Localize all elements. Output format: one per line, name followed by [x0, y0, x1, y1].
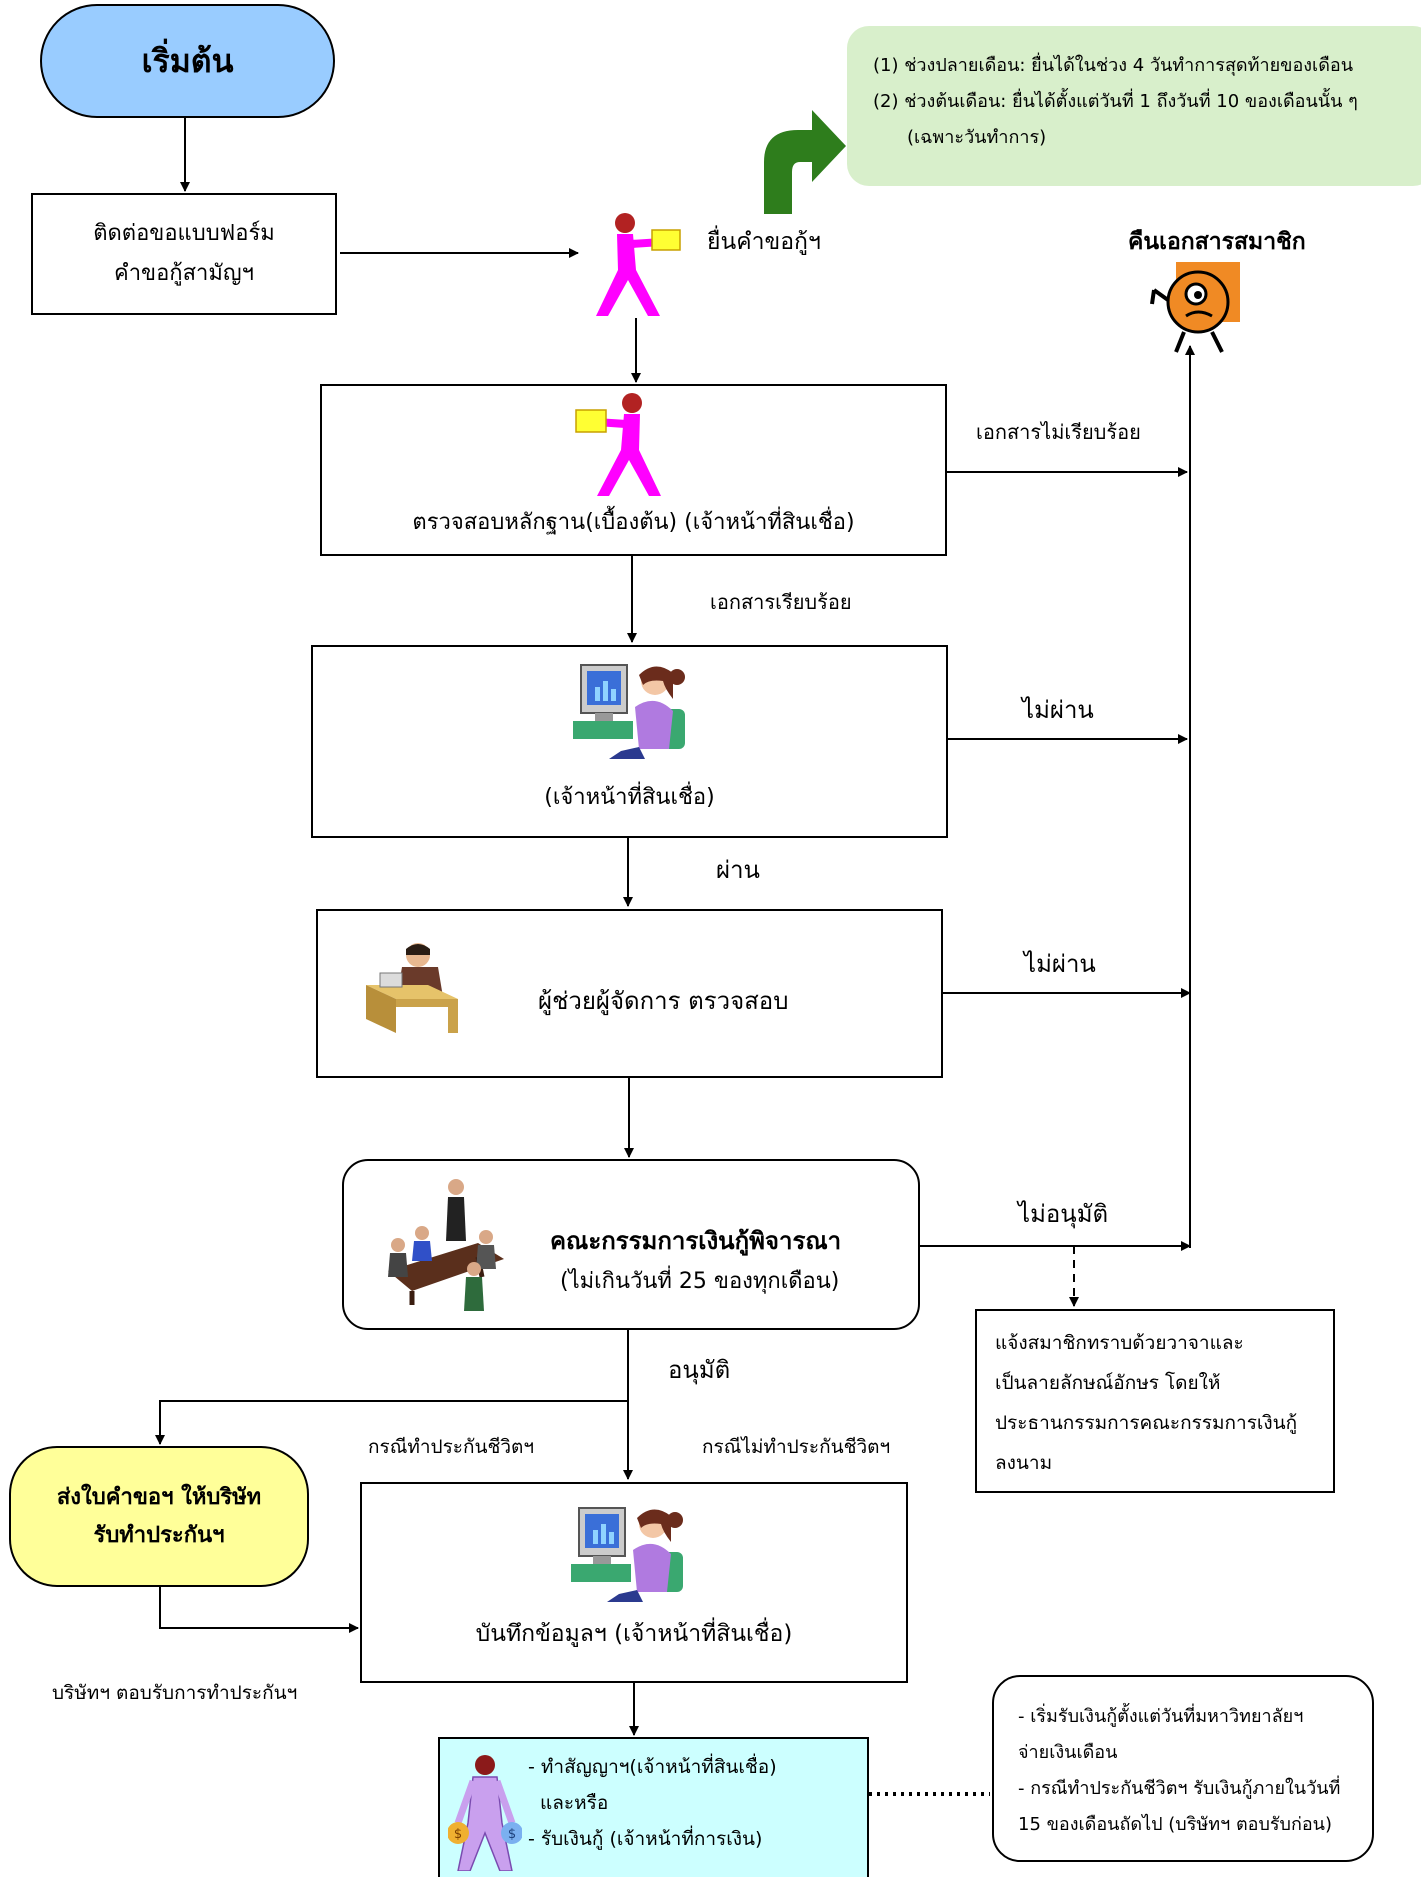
edge-docs-complete: เอกสารเรียบร้อย	[710, 590, 852, 614]
contract-text: - ทำสัญญาฯ(เจ้าหน้าที่สินเชื่อ) และหรือ …	[528, 1749, 777, 1857]
computer-worker-icon	[573, 664, 685, 759]
check-evidence-box: ตรวจสอบหลักฐาน(เบื้องต้น) (เจ้าหน้าที่สิ…	[320, 384, 947, 556]
edge-with-insurance: กรณีทำประกันชีวิตฯ	[368, 1436, 535, 1458]
check-evidence-label: ตรวจสอบหลักฐาน(เบื้องต้น) (เจ้าหน้าที่สิ…	[412, 510, 855, 535]
edge-docs-incomplete: เอกสารไม่เรียบร้อย	[976, 420, 1141, 444]
submit-label: ยื่นคำขอกู้ฯ	[707, 229, 821, 255]
assistant-manager-box: ผู้ช่วยผู้จัดการ ตรวจสอบ	[316, 909, 943, 1078]
edge-approved: อนุมัติ	[668, 1356, 731, 1384]
walking-person-icon	[596, 213, 681, 316]
edge-company-accepts: บริษัทฯ ตอบรับการทำประกันฯ	[52, 1682, 298, 1704]
payout-note-line4: 15 ของเดือนถัดไป (บริษัทฯ ตอบรับก่อน)	[1018, 1814, 1333, 1835]
money-person-icon: $ $	[448, 1755, 522, 1871]
notify-line4: ลงนาม	[995, 1452, 1053, 1474]
record-label: บันทึกข้อมูลฯ (เจ้าหน้าที่สินเชื่อ)	[475, 1621, 793, 1647]
worried-face-icon	[1150, 262, 1240, 353]
payout-note: - เริ่มรับเงินกู้ตั้งแต่วันที่มหาวิทยาลั…	[992, 1675, 1374, 1862]
svg-text:$: $	[508, 1827, 516, 1842]
assistant-manager-label: ผู้ช่วยผู้จัดการ ตรวจสอบ	[538, 987, 789, 1015]
committee-box: คณะกรรมการเงินกู้พิจารณา (ไม่เกินวันที่ …	[342, 1159, 920, 1330]
meeting-icon	[388, 1179, 504, 1311]
payout-note-line1: - เริ่มรับเงินกู้ตั้งแต่วันที่มหาวิทยาลั…	[1018, 1706, 1304, 1727]
return-docs-label: คืนเอกสารสมาชิก	[1128, 229, 1306, 255]
notify-line3: ประธานกรรมการคณะกรรมการเงินกู้	[995, 1412, 1298, 1434]
insurance-line2: รับทำประกันฯ	[93, 1522, 225, 1548]
desk-worker-icon	[366, 943, 458, 1033]
contract-line1: - ทำสัญญาฯ(เจ้าหน้าที่สินเชื่อ)	[528, 1756, 777, 1778]
arrow-insurance-to-record	[159, 1587, 359, 1633]
committee-line1: คณะกรรมการเงินกู้พิจารณา	[550, 1227, 842, 1255]
contract-line3: - รับเงินกู้ (เจ้าหน้าที่การเงิน)	[528, 1828, 763, 1850]
payout-note-line2: จ่ายเงินเดือน	[1018, 1742, 1118, 1763]
svg-text:$: $	[454, 1827, 462, 1842]
computer-worker-icon	[571, 1507, 683, 1602]
timing-note-line1: (1) ช่วงปลายเดือน: ยื่นได้ในช่วง 4 วันทำ…	[873, 55, 1353, 76]
edge-fail-1: ไม่ผ่าน	[1022, 696, 1094, 724]
form-request-line2: คำขอกู้สามัญฯ	[113, 261, 255, 286]
form-request-box: ติดต่อขอแบบฟอร์ม คำขอกู้สามัญฯ	[31, 193, 337, 315]
insurance-box: ส่งใบคำขอฯ ให้บริษัท รับทำประกันฯ	[9, 1446, 309, 1587]
contract-box: $ $ - ทำสัญญาฯ(เจ้าหน้าที่สินเชื่อ) และห…	[438, 1737, 869, 1877]
arrow-to-insurance	[155, 1400, 628, 1445]
start-label: เริ่มต้น	[141, 41, 234, 80]
start-terminal: เริ่มต้น	[40, 4, 335, 118]
edge-pass: ผ่าน	[716, 856, 760, 884]
notify-line2: เป็นลายลักษณ์อักษร โดยให้	[995, 1372, 1221, 1394]
credit-officer-box: (เจ้าหน้าที่สินเชื่อ)	[311, 645, 948, 838]
timing-note-line2: (2) ช่วงต้นเดือน: ยื่นได้ตั้งแต่วันที่ 1…	[873, 91, 1358, 112]
contract-line2: และหรือ	[540, 1792, 609, 1814]
committee-line2: (ไม่เกินวันที่ 25 ของทุกเดือน)	[560, 1269, 840, 1294]
timing-note-line3: (เฉพาะวันทำการ)	[907, 127, 1047, 148]
credit-officer-label: (เจ้าหน้าที่สินเชื่อ)	[544, 785, 715, 810]
edge-not-approved: ไม่อนุมัติ	[1018, 1200, 1109, 1228]
edge-fail-2: ไม่ผ่าน	[1024, 950, 1096, 978]
timing-note: (1) ช่วงปลายเดือน: ยื่นได้ในช่วง 4 วันทำ…	[847, 26, 1421, 186]
green-curved-arrow-icon	[764, 110, 846, 214]
insurance-line1: ส่งใบคำขอฯ ให้บริษัท	[56, 1484, 262, 1510]
edge-without-insurance: กรณีไม่ทำประกันชีวิตฯ	[702, 1436, 891, 1458]
notify-line1: แจ้งสมาชิกทราบด้วยวาจาและ	[995, 1332, 1244, 1354]
payout-note-line3: - กรณีทำประกันชีวิตฯ รับเงินกู้ภายในวันท…	[1018, 1778, 1341, 1799]
form-request-line1: ติดต่อขอแบบฟอร์ม	[93, 221, 275, 246]
notify-box: แจ้งสมาชิกทราบด้วยวาจาและ เป็นลายลักษณ์อ…	[975, 1309, 1335, 1493]
walking-person-icon	[575, 393, 661, 496]
record-box: บันทึกข้อมูลฯ (เจ้าหน้าที่สินเชื่อ)	[360, 1482, 908, 1683]
